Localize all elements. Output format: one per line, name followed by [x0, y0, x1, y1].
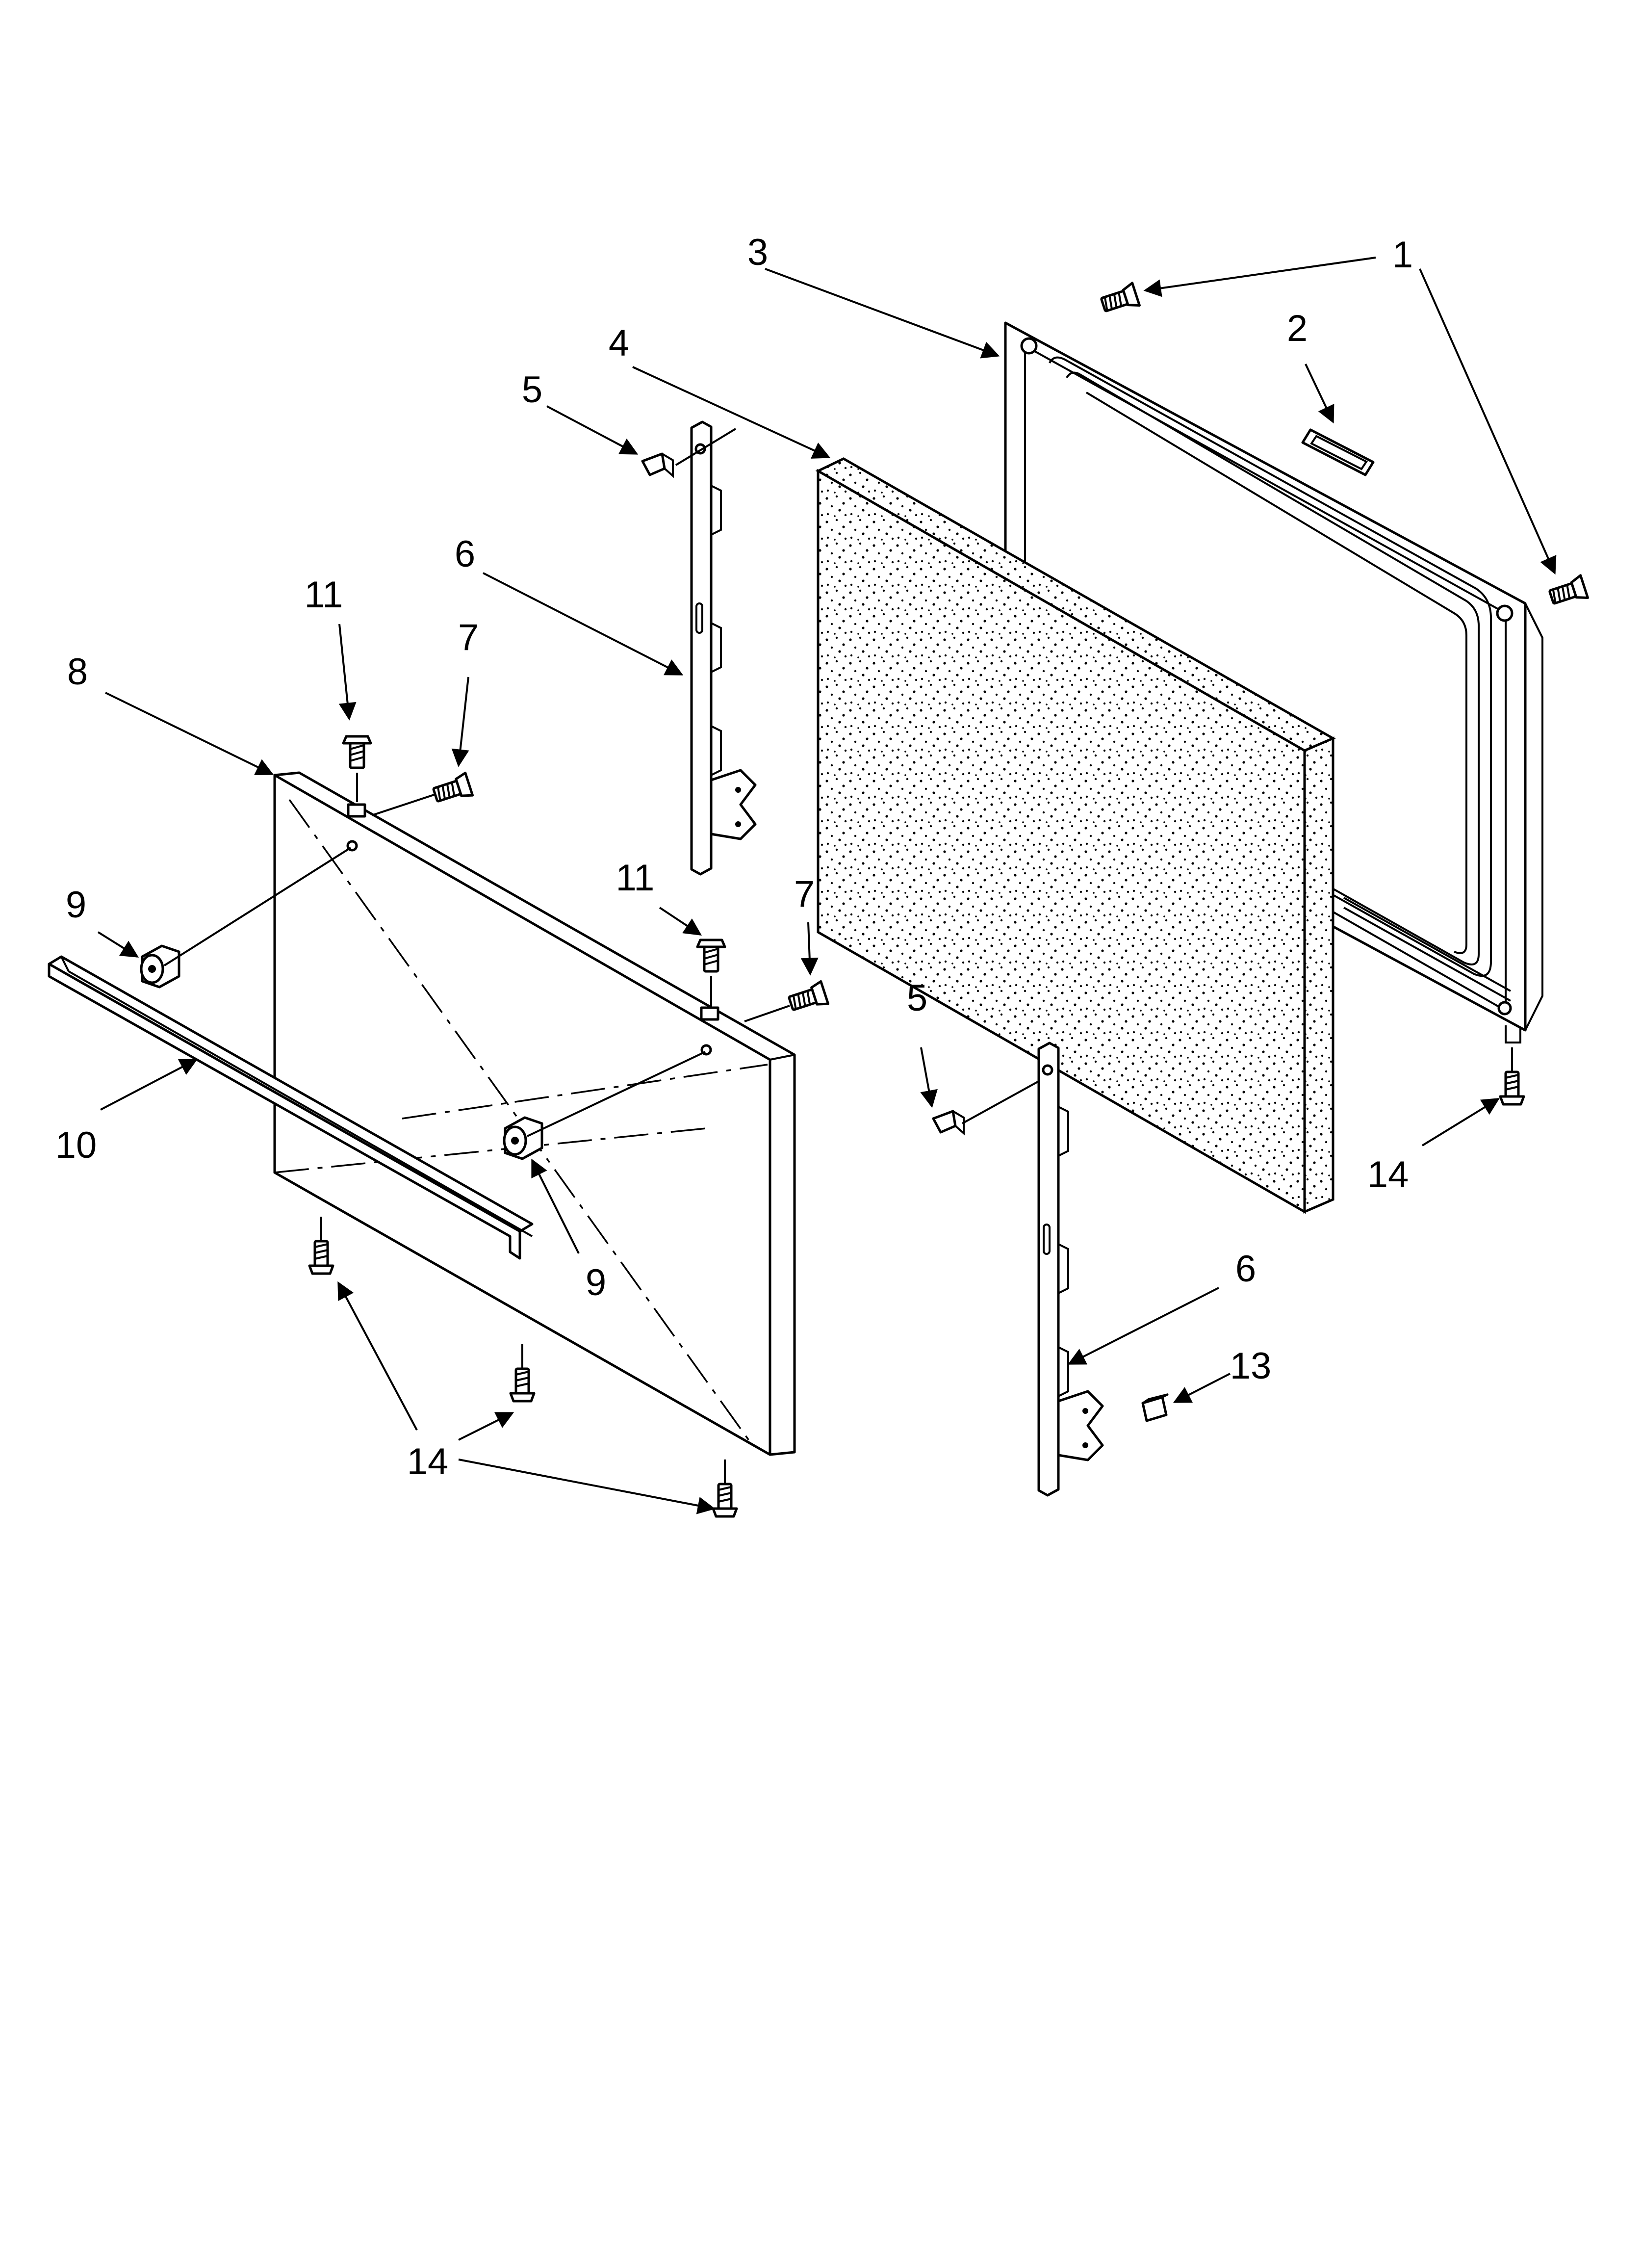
callout-6-lower: 6 [1235, 1248, 1256, 1290]
door-trim-strip [48, 955, 534, 1260]
frame-bottom-screw [1499, 1047, 1525, 1106]
hinge-clip-upper [641, 452, 674, 478]
callout-11-right: 11 [616, 857, 655, 899]
callout-2: 2 [1287, 308, 1308, 349]
hinge-bracket-upper [690, 420, 757, 876]
hinge-spacer-clip [1141, 1393, 1169, 1422]
callout-8: 8 [67, 651, 88, 693]
bottom-screw-1 [308, 1217, 334, 1275]
callout-4: 4 [609, 322, 629, 364]
callout-9-right: 9 [586, 1262, 606, 1303]
rating-label [1301, 428, 1375, 476]
hinge-bracket-lower [1037, 1042, 1104, 1497]
hinge-clip-lower [932, 1110, 965, 1136]
callout-5-upper: 5 [522, 369, 542, 411]
frame-screw-right [1548, 574, 1589, 605]
hinge-screw-right [696, 938, 726, 1008]
callout-7-left: 7 [458, 617, 479, 658]
bottom-screw-2 [509, 1344, 536, 1403]
callout-labels: 1 2 3 4 5 6 11 7 8 9 10 9 11 7 5 6 13 14… [55, 232, 1413, 1483]
callout-5-lower: 5 [907, 977, 927, 1019]
panel-screw-right [788, 980, 830, 1011]
callout-9-left: 9 [66, 884, 86, 926]
callout-1: 1 [1392, 234, 1413, 276]
callout-13: 13 [1230, 1345, 1272, 1387]
frame-screw-top [1100, 282, 1141, 313]
bumper-left [140, 944, 180, 989]
callout-3: 3 [747, 232, 768, 273]
callout-10: 10 [55, 1124, 97, 1166]
callout-14-right: 14 [1367, 1154, 1409, 1196]
callout-7-right: 7 [794, 873, 815, 915]
leader-arrows [97, 257, 1557, 1514]
callout-11-left: 11 [305, 574, 343, 616]
hinge-screw-left [342, 735, 372, 802]
assembly-guide-lines [163, 428, 1038, 1137]
bumper-right [503, 1116, 543, 1160]
bottom-screw-3 [712, 1460, 738, 1518]
panel-screw-left [432, 771, 474, 803]
callout-6-upper: 6 [455, 533, 475, 575]
outer-door-panel [273, 771, 796, 1456]
insulation-batt [815, 457, 1336, 1214]
inner-door-frame [1004, 321, 1543, 1043]
callout-14-bottom: 14 [407, 1441, 449, 1483]
